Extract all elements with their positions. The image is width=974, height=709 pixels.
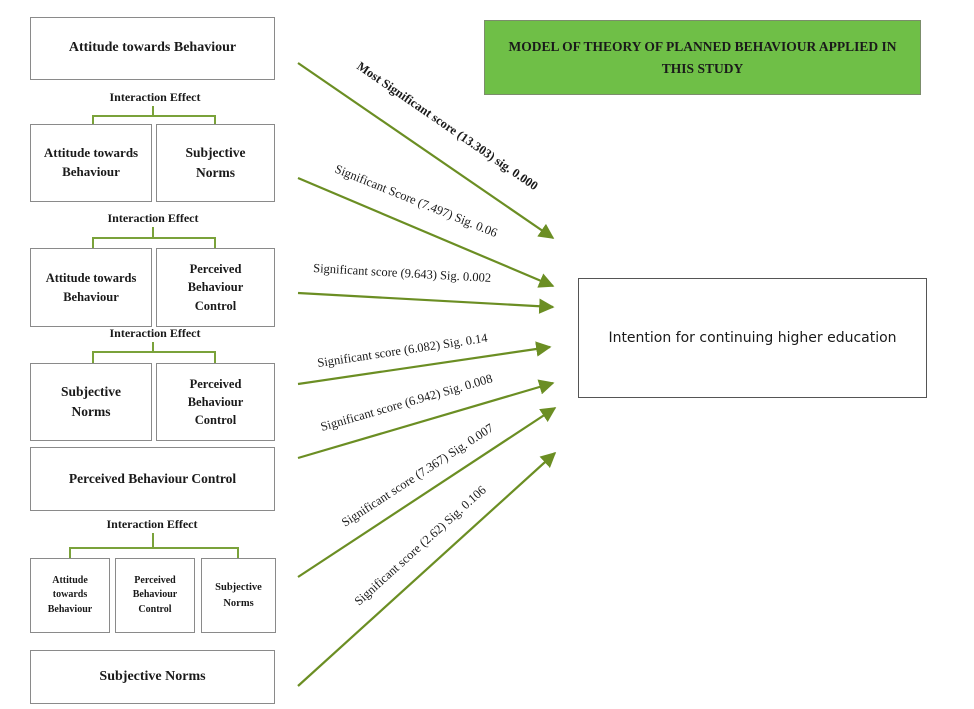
connector-1 <box>92 106 216 124</box>
box-group3-subjective: Subjective Norms <box>30 363 152 441</box>
interaction-label-1: Interaction Effect <box>109 90 201 104</box>
arrow-6 <box>297 407 557 578</box>
interaction-connectors <box>69 106 239 558</box>
box-group2-pbc: Perceived Behaviour Control <box>156 248 275 327</box>
box-pbc: Perceived Behaviour Control <box>30 447 275 511</box>
box-group4-attitude: Attitude towards Behaviour <box>30 558 110 633</box>
arrow-label-4: Significant score (6.082) Sig. 0.14 <box>316 331 489 370</box>
connector-4 <box>69 533 239 558</box>
arrow-1 <box>297 62 555 239</box>
box-attitude: Attitude towards Behaviour <box>30 17 275 80</box>
arrow-3 <box>297 291 555 314</box>
interaction-label-2: Interaction Effect <box>107 211 199 225</box>
diagram-title-text: MODEL OF THEORY OF PLANNED BEHAVIOUR APP… <box>508 38 897 76</box>
diagram-title: MODEL OF THEORY OF PLANNED BEHAVIOUR APP… <box>484 20 921 95</box>
box-group2-attitude: Attitude towards Behaviour <box>30 248 152 327</box>
connector-2 <box>92 227 216 248</box>
arrow-7 <box>297 451 557 687</box>
box-group1-attitude: Attitude towards Behaviour <box>30 124 152 202</box>
interaction-label-4: Interaction Effect <box>106 517 198 531</box>
box-subjective: Subjective Norms <box>30 650 275 704</box>
arrow-4 <box>297 341 552 386</box>
box-group4-subjective: Subjective Norms <box>201 558 276 633</box>
arrow-2 <box>297 176 555 288</box>
target-box: Intention for continuing higher educatio… <box>578 278 927 398</box>
arrow-label-1: Most Significant score (13.303) sig. 0.0… <box>354 59 540 193</box>
arrow-label-3: Significant score (9.643) Sig. 0.002 <box>313 261 492 285</box>
target-text: Intention for continuing higher educatio… <box>608 330 897 346</box>
box-group3-pbc: Perceived Behaviour Control <box>156 363 275 441</box>
arrow-label-5: Significant score (6.942) Sig. 0.008 <box>319 371 494 434</box>
box-group4-pbc: Perceived Behaviour Control <box>115 558 195 633</box>
interaction-label-3: Interaction Effect <box>109 326 201 340</box>
arrow-label-6: Significant score (7.367) Sig. 0.007 <box>339 421 496 530</box>
box-group1-subjective: Subjective Norms <box>156 124 275 202</box>
arrow-5 <box>297 379 555 460</box>
connector-3 <box>92 342 216 363</box>
